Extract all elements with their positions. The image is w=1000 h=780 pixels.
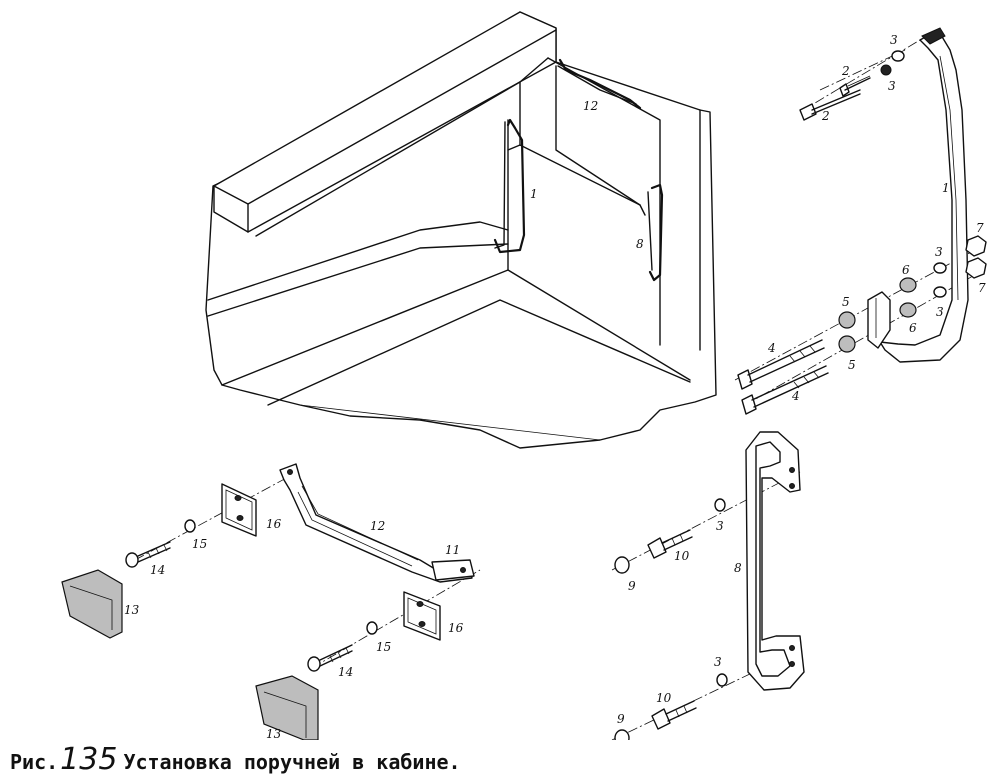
washer-5-b [838,335,856,353]
washer-3-f [716,673,728,687]
cap-9-a [614,556,630,574]
handrail-8-assembly [611,431,805,740]
handrail-1-assembly [734,27,987,415]
washer-3-d [933,286,947,298]
label-br-10a: 10 [674,549,690,563]
label-b-11: 11 [445,543,460,557]
label-br-8: 8 [734,561,742,575]
bolt-2-lower [799,89,861,121]
washer-15-a [184,519,196,533]
exploded-view-drawing: 1 8 12 [61,11,987,740]
label-r-4a: 4 [767,341,776,355]
label-b-13b: 13 [266,727,282,740]
label-b-13a: 13 [124,603,140,617]
label-r-7a: 7 [976,221,984,235]
bracket-16-b [403,591,441,641]
screw-14-b [307,644,353,672]
label-r-2a: 2 [841,64,850,78]
bolt-10-b [651,700,697,730]
label-cab-12: 12 [583,99,598,113]
nut-7-a [965,235,987,257]
cap-9-b [614,729,630,740]
cab-interior [205,11,717,449]
washer-3-a [891,50,905,62]
caption-prefix: Рис. [10,750,59,774]
label-r-6b: 6 [909,321,917,335]
handrail-12-assembly [61,463,481,740]
washer-15-b [366,621,378,635]
bolt-4-b [741,365,829,415]
washer-3-b [880,64,892,76]
label-r-3c: 3 [935,245,943,259]
bolt-4-a [737,339,825,390]
washer-6-b [899,302,917,318]
label-b-12: 12 [370,519,385,533]
label-b-15a: 15 [192,537,207,551]
washer-3-e [714,498,726,512]
washer-6-a [899,277,917,293]
label-b-15b: 15 [376,640,391,654]
caption-number: 135 [60,742,118,777]
washer-3-c [933,262,947,274]
nut-7-b [965,257,987,279]
caption-title: Установка поручней в кабине. [123,750,461,774]
label-r-2b: 2 [821,109,830,123]
label-cab-8: 8 [636,237,644,251]
label-r-1: 1 [942,181,950,195]
label-r-6a: 6 [902,263,910,277]
label-br-9b: 9 [617,712,625,726]
label-b-16b: 16 [448,621,464,635]
label-b-14a: 14 [150,563,165,577]
cover-13-a [61,569,123,639]
label-br-9a: 9 [628,579,636,593]
cover-13-b [255,675,319,740]
washer-5-a [838,311,856,329]
label-cab-1: 1 [530,187,538,201]
label-r-4b: 4 [791,389,800,403]
label-r-7b: 7 [978,281,986,295]
label-br-3a: 3 [716,519,724,533]
label-b-14b: 14 [338,665,353,679]
screw-14-a [125,541,171,568]
label-r-3a: 3 [890,33,898,47]
bolt-2-upper [839,75,871,97]
label-r-5a: 5 [842,295,850,309]
label-r-3b: 3 [888,79,896,93]
label-r-5b: 5 [848,358,856,372]
label-b-16a: 16 [266,517,282,531]
bracket-16-a [221,483,257,537]
label-br-3b: 3 [714,655,722,669]
label-br-10b: 10 [656,691,672,705]
label-r-3d: 3 [936,305,944,319]
bolt-10-a [647,529,693,559]
